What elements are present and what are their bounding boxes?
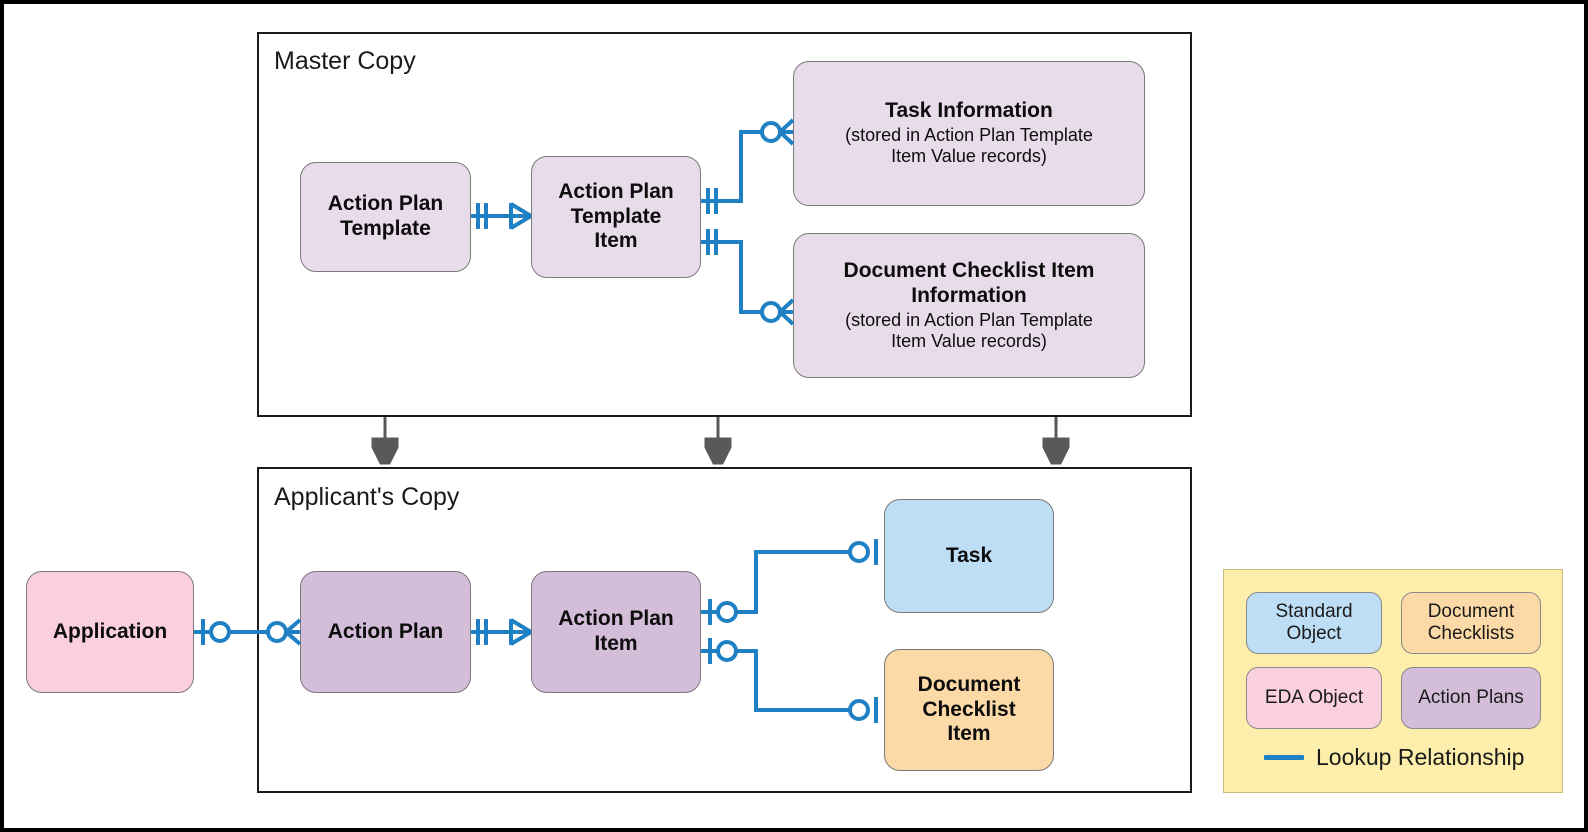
section-master-copy-title: Master Copy bbox=[274, 47, 416, 75]
entity-task-information-title: Task Information bbox=[885, 99, 1053, 123]
entity-action-plan-template-title: Action Plan Template bbox=[327, 192, 444, 240]
entity-application[interactable]: Application bbox=[26, 571, 194, 693]
legend-chip-action-plans[interactable]: Action Plans bbox=[1401, 667, 1541, 729]
entity-document-checklist-item-information-subtitle: (stored in Action Plan Template Item Val… bbox=[845, 309, 1093, 351]
lookup-relationship-line-icon bbox=[1264, 755, 1304, 760]
entity-application-title: Application bbox=[52, 619, 168, 643]
entity-task[interactable]: Task bbox=[884, 499, 1054, 613]
entity-action-plan-template-item[interactable]: Action Plan Template Item bbox=[531, 156, 701, 278]
entity-action-plan-item[interactable]: Action Plan Item bbox=[531, 571, 701, 693]
legend-panel: Standard Object Document Checklists EDA … bbox=[1223, 569, 1563, 793]
entity-action-plan-template-item-title: Action Plan Template Item bbox=[558, 179, 674, 253]
entity-task-information[interactable]: Task Information (stored in Action Plan … bbox=[793, 61, 1145, 206]
legend-lookup-relationship-row: Lookup Relationship bbox=[1264, 744, 1524, 771]
legend-chip-standard-object[interactable]: Standard Object bbox=[1246, 592, 1382, 654]
entity-document-checklist-item[interactable]: Document Checklist Item bbox=[884, 649, 1054, 771]
entity-action-plan-item-title: Action Plan Item bbox=[558, 607, 674, 655]
entity-document-checklist-item-information-title: Document Checklist Item Information bbox=[843, 259, 1095, 307]
entity-action-plan-title: Action Plan bbox=[327, 619, 444, 643]
entity-document-checklist-item-title: Document Checklist Item bbox=[917, 672, 1021, 746]
legend-chip-document-checklists[interactable]: Document Checklists bbox=[1401, 592, 1541, 654]
entity-action-plan-template[interactable]: Action Plan Template bbox=[300, 162, 471, 272]
entity-task-information-subtitle: (stored in Action Plan Template Item Val… bbox=[845, 125, 1093, 167]
legend-lookup-relationship-label: Lookup Relationship bbox=[1316, 744, 1525, 770]
entity-task-title: Task bbox=[945, 543, 993, 567]
section-applicants-copy-title: Applicant's Copy bbox=[274, 483, 460, 511]
legend-chip-eda-object[interactable]: EDA Object bbox=[1246, 667, 1382, 729]
entity-action-plan[interactable]: Action Plan bbox=[300, 571, 471, 693]
entity-document-checklist-item-information[interactable]: Document Checklist Item Information (sto… bbox=[793, 233, 1145, 378]
crowfoot-zero-d bbox=[209, 621, 231, 643]
